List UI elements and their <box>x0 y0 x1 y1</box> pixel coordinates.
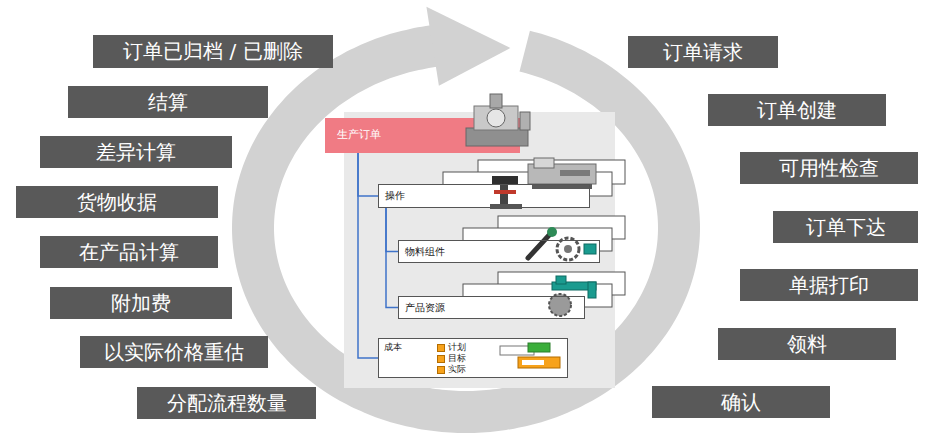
node-label: 附加费 <box>111 292 171 315</box>
node-label: 可用性检查 <box>779 157 879 180</box>
tree-connector <box>386 208 398 308</box>
order-panel <box>344 112 615 388</box>
node-label: 货物收据 <box>77 191 157 214</box>
tree-connector <box>358 153 378 358</box>
legend-label: 实际 <box>448 364 466 374</box>
legend-label: 目标 <box>448 353 466 363</box>
gear-icon <box>564 245 572 253</box>
wrench-icon <box>528 232 552 258</box>
node-label: 在产品计算 <box>79 241 179 264</box>
order-part-box: 物料组件 <box>398 240 600 263</box>
process-step-box: 领料 <box>718 328 896 360</box>
gear-icon <box>557 238 579 260</box>
cost-chart <box>522 360 544 365</box>
legend-entry: 实际 <box>437 364 466 375</box>
process-step-box: 订单已归档 / 已删除 <box>93 35 333 68</box>
process-step-box: 订单创建 <box>708 94 886 126</box>
node-label: 单据打印 <box>789 274 869 297</box>
node-label: 订单创建 <box>757 99 837 122</box>
node-label: 成本 <box>384 342 402 352</box>
legend-label: 计划 <box>448 342 466 352</box>
saw-icon <box>549 294 571 316</box>
process-step-box: 在产品计算 <box>40 236 218 268</box>
order-part-box: 产品资源 <box>398 296 585 319</box>
order-header-box: 生产订单 <box>325 118 520 153</box>
nut-icon <box>584 244 596 254</box>
node-label: 订单下达 <box>806 216 886 239</box>
legend-entry: 目标 <box>437 353 466 364</box>
robot-icon <box>556 276 566 284</box>
legend-swatch <box>437 344 445 352</box>
drill-icon <box>494 190 516 194</box>
process-step-box: 货物收据 <box>16 186 218 218</box>
legend-swatch <box>437 355 445 363</box>
tree-connector <box>358 153 378 196</box>
node-label: 以实际价格重估 <box>104 341 244 364</box>
machine-icon <box>520 112 530 130</box>
robot-icon <box>588 282 596 298</box>
node-label: 操作 <box>385 190 405 202</box>
cost-chart <box>518 357 560 368</box>
node-label: 结算 <box>148 91 188 114</box>
process-step-box: 以实际价格重估 <box>80 336 268 368</box>
node-label: 物料组件 <box>405 246 445 258</box>
process-step-box: 分配流程数量 <box>137 387 316 419</box>
process-step-box: 确认 <box>652 386 830 418</box>
process-step-box: 差异计算 <box>40 136 232 168</box>
process-step-box: 附加费 <box>50 287 232 319</box>
legend-entry: 计划 <box>437 342 466 353</box>
node-label: 生产订单 <box>337 129 381 142</box>
lathe-icon <box>560 170 590 176</box>
machine-icon <box>466 128 528 146</box>
machine-icon <box>490 94 502 108</box>
machine-icon <box>474 106 518 130</box>
node-label: 差异计算 <box>96 141 176 164</box>
node-label: 订单已归档 / 已删除 <box>123 40 302 63</box>
order-part-box: 操作 <box>378 184 590 208</box>
process-step-box: 订单下达 <box>773 211 918 243</box>
wrench-icon <box>547 227 557 237</box>
node-label: 领料 <box>787 333 827 356</box>
process-step-box: 结算 <box>68 86 268 118</box>
lathe-icon <box>534 158 554 168</box>
cycle-arrowhead <box>426 7 510 86</box>
process-step-box: 订单请求 <box>628 36 778 68</box>
tree-connector <box>386 208 398 252</box>
legend-swatch <box>437 366 445 374</box>
cost-chart <box>528 343 550 352</box>
process-step-box: 可用性检查 <box>740 152 918 184</box>
drill-icon <box>490 204 522 209</box>
node-label: 确认 <box>721 391 761 414</box>
node-label: 产品资源 <box>405 302 445 314</box>
cycle-ring <box>253 46 679 412</box>
process-step-box: 单据打印 <box>740 269 918 301</box>
card-fill <box>378 338 568 378</box>
cost-box: 成本 <box>378 338 568 378</box>
node-label: 订单请求 <box>663 41 743 64</box>
machine-icon <box>487 109 505 127</box>
node-label: 分配流程数量 <box>167 392 287 415</box>
